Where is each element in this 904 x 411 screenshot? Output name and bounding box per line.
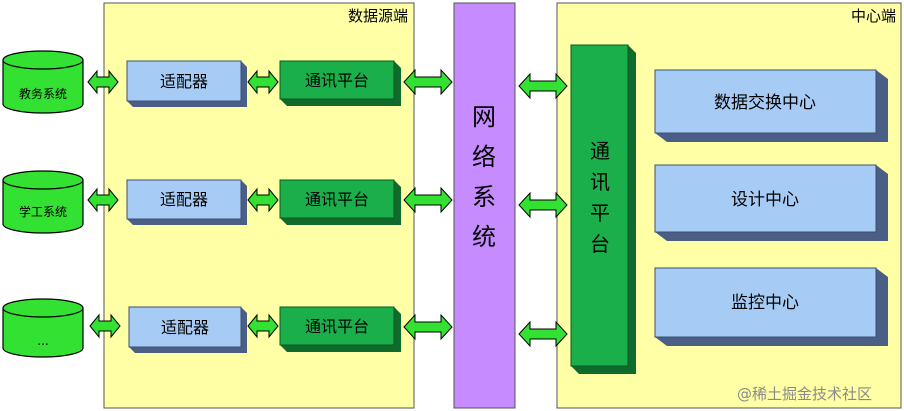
center-module-label: 数据交换中心 <box>714 93 816 113</box>
center-comm-platform-label: 通讯平台 <box>590 139 610 256</box>
adapter-box: 适配器 <box>126 60 247 107</box>
network-system-label: 网络系统 <box>472 103 496 251</box>
center-module-label: 设计中心 <box>731 190 799 210</box>
double-arrow-icon <box>518 321 568 347</box>
source-row-2: 学工系统 适配器 通讯平台 <box>2 170 453 234</box>
database-label: 教务系统 <box>19 86 67 101</box>
comm-platform-box: 通讯平台 <box>279 60 401 106</box>
adapter-box: 适配器 <box>126 179 247 225</box>
double-arrow-icon <box>403 314 453 340</box>
database-label: ... <box>37 334 48 348</box>
center-comm-platform: 通讯平台 <box>570 44 636 374</box>
database-icon: 学工系统 <box>2 170 84 234</box>
comm-platform-box: 通讯平台 <box>279 179 401 225</box>
center-module-monitor: 监控中心 <box>654 267 888 346</box>
double-arrow-icon <box>403 69 453 95</box>
comm-platform-label: 通讯平台 <box>305 317 369 336</box>
watermark-text: @稀土掘金技术社区 <box>737 385 872 403</box>
double-arrow-icon <box>518 192 568 218</box>
source-row-3: ... 适配器 通讯平台 <box>2 298 453 358</box>
source-row-1: 教务系统 适配器 通讯平台 <box>2 50 453 114</box>
comm-platform-label: 通讯平台 <box>305 71 369 90</box>
network-system: 网络系统 <box>453 2 516 409</box>
adapter-label: 适配器 <box>160 72 208 91</box>
double-arrow-icon <box>403 187 453 213</box>
adapter-box: 适配器 <box>128 306 247 353</box>
center-module-label: 监控中心 <box>731 293 799 313</box>
comm-platform-box: 通讯平台 <box>279 306 401 352</box>
source-panel-title: 数据源端 <box>348 7 408 25</box>
center-module-data-exchange: 数据交换中心 <box>654 69 888 142</box>
comm-platform-label: 通讯平台 <box>305 190 369 209</box>
database-icon: 教务系统 <box>2 50 84 114</box>
adapter-label: 适配器 <box>161 318 209 337</box>
adapter-label: 适配器 <box>160 190 208 209</box>
double-arrow-icon <box>518 73 568 99</box>
database-icon: ... <box>2 298 84 358</box>
center-module-design: 设计中心 <box>654 164 888 241</box>
center-panel-title: 中心端 <box>851 7 896 25</box>
database-label: 学工系统 <box>19 204 67 219</box>
